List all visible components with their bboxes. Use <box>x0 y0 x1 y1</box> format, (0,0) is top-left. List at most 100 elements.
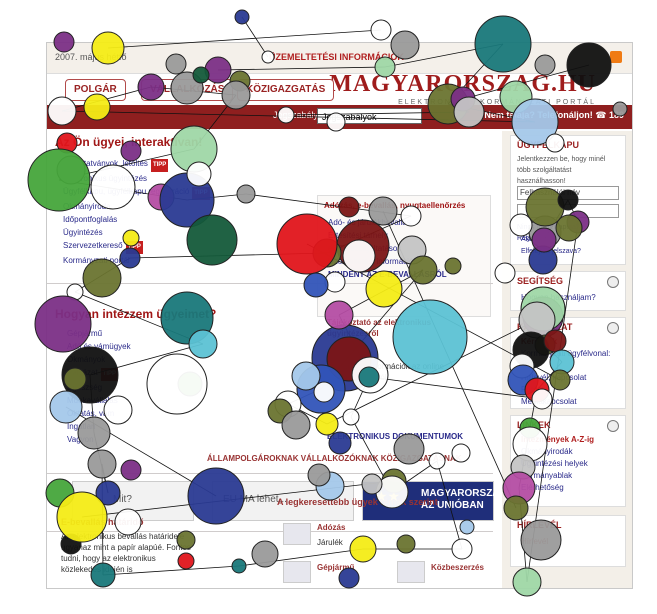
section-howto: Hogyan intézzem ügyeimet? <box>55 307 217 321</box>
collapse-icon[interactable] <box>607 276 619 288</box>
divider <box>47 531 493 532</box>
main-nav: POLGÁR VÁLLALKOZÁS KÖZIGAZGATÁS <box>47 79 427 103</box>
howto-link[interactable]: Oktatás, vám <box>67 409 115 418</box>
howto-link[interactable]: Munkavállalás <box>67 396 118 405</box>
eservice-text: Közhasznú információk az online szolgált… <box>327 362 444 382</box>
tax-links: Adó- és járulékbevallás Értesítési tárhe… <box>328 216 447 281</box>
help-link[interactable]: Hogyan használjam? <box>521 293 596 302</box>
popular-topics-title: A legkeresettebb ügyek témák szerint <box>277 497 438 507</box>
date-text: 2007. május hétfő <box>55 52 127 62</box>
audience-tabs[interactable]: ÁLLAMPOLGÁROKNAK VÁLLALKOZÓKNAK KÖZIGAZG… <box>207 454 462 463</box>
howto-link[interactable]: Egészség <box>67 383 103 392</box>
eservice-title[interactable]: Tájékoztató az elektronikus ügyintézésrő… <box>327 318 432 338</box>
service-link[interactable]: Ügyintézési helyek <box>521 459 588 468</box>
search-category-select[interactable]: Jogszabályok <box>317 108 422 124</box>
deadline-text: Az elektronikus bevallás határideje ugya… <box>61 532 191 574</box>
contact-link[interactable]: Fórum <box>521 385 545 394</box>
tipp-badge: TIPP <box>150 159 169 172</box>
tax-box-title: Adózás, e-bevallás, nyugtaellenőrzés <box>324 201 466 210</box>
divider <box>47 473 493 474</box>
tab-citizen[interactable]: POLGÁR <box>65 79 126 101</box>
deadline-title: E-bevallás határidő <box>61 517 144 527</box>
newsletter-box: HÍRLEVÉL Hírlevél <box>510 515 626 567</box>
link-item[interactable]: Ügyintézés <box>63 228 103 237</box>
contact-link[interactable]: Médiakapcsolat <box>521 397 577 406</box>
rss-icon[interactable] <box>610 51 622 63</box>
service-link[interactable]: Elérhetőség <box>521 483 564 492</box>
tipp-badge: TIPP <box>100 368 119 381</box>
service-link[interactable]: Kormányablak <box>521 471 573 480</box>
forgot-password-link[interactable]: Elfelejtett jelszava? <box>521 248 581 255</box>
topic-vehicle[interactable]: Gépjármű <box>317 563 355 572</box>
howto-link[interactable]: Vagyon <box>67 435 94 444</box>
fixation-circle <box>234 9 250 25</box>
newsletter-link[interactable]: Hírlevél <box>521 537 549 546</box>
tax-link[interactable]: Értesítési tárhely <box>328 231 388 240</box>
contact-links: Kérdések Kormányzati ügyfélvonal: 189 Hí… <box>521 336 625 408</box>
services-links: Intézmények A-Z-ig Okmányirodák Ügyintéz… <box>521 434 594 494</box>
tipp-badge: TIPP <box>125 241 143 254</box>
help-title: SEGÍTSÉG <box>517 276 564 286</box>
help-box: SEGÍTSÉG Hogyan használjam? <box>510 271 626 311</box>
tab-business[interactable]: VÁLLALKOZÁS <box>141 79 234 101</box>
howto-link[interactable]: Ingatlan <box>67 422 96 431</box>
tipp-badge: TIPP <box>192 187 210 200</box>
login-title: ÜGYFÉLKAPU <box>517 140 580 150</box>
link-item[interactable]: Időpontfoglalás <box>63 215 118 224</box>
collapse-icon[interactable] <box>607 322 619 334</box>
tax-link[interactable]: Üzemeltetési információk <box>328 257 418 266</box>
collapse-icon[interactable] <box>607 420 619 432</box>
login-hint: Jelentkezzen be, hogy minél több szolgál… <box>517 156 606 185</box>
username-input[interactable]: Felhasználói név <box>517 186 619 200</box>
maintenance-notice-link[interactable]: ÜZEMELTETÉSI INFORMÁCIÓK <box>269 52 404 62</box>
services-title: LINKEK <box>517 420 551 430</box>
portal-page: 2007. május hétfő ÜZEMELTETÉSI INFORMÁCI… <box>46 42 633 589</box>
section-interactive: Az Ön ügyei, interaktívan! <box>55 135 203 149</box>
left-content: Az Ön ügyei, interaktívan! Nyomtatványok… <box>47 131 507 588</box>
vehicle-thumbnail[interactable] <box>283 561 311 583</box>
procurement-thumbnail[interactable] <box>397 561 425 583</box>
contact-link[interactable]: Kormányzati ügyfélvonal: 189 <box>521 349 611 370</box>
activation-link[interactable]: Aktiválás <box>521 236 550 243</box>
service-link[interactable]: Okmányirodák <box>521 447 573 456</box>
tax-thumbnail[interactable] <box>283 523 311 545</box>
contact-title: KAPCSOLAT <box>517 322 573 332</box>
top-bar: 2007. május hétfő ÜZEMELTETÉSI INFORMÁCI… <box>47 43 632 74</box>
link-item[interactable]: Okmányiroda <box>63 202 111 211</box>
banner-1[interactable]: Mit? <box>72 481 194 521</box>
edocs-link[interactable]: ELEKTRONIKUS DOKUMENTUMOK <box>327 432 463 441</box>
tab-public-admin[interactable]: KÖZIGAZGATÁS <box>237 79 335 101</box>
right-sidebar: ÜGYFÉLKAPU Jelentkezzen be, hogy minél t… <box>502 131 632 588</box>
phone-help-link[interactable]: Nem talája? Telefonáljon! ☎ 189 <box>484 110 624 120</box>
link-item[interactable]: Kormányzati portál <box>63 256 130 265</box>
topic-tax[interactable]: Adózás <box>317 523 346 532</box>
howto-links: Gépjármű Adó és vámügyek Okmányok Pályáz… <box>67 327 131 446</box>
tax-link[interactable]: Adó- és járulékbevallás <box>328 218 411 227</box>
howto-link[interactable]: Okmányok <box>67 355 106 364</box>
login-links: Aktiválás Elfelejtett jelszava? <box>521 234 581 258</box>
fixation-circle <box>370 19 392 41</box>
topic-contribution[interactable]: Járulék <box>317 538 343 547</box>
service-link[interactable]: Intézmények A-Z-ig <box>521 435 595 444</box>
howto-link[interactable]: Adó és vámügyek <box>67 342 131 351</box>
howto-link[interactable]: Gépjármű <box>67 329 103 338</box>
contact-box: KAPCSOLAT Kérdések Kormányzati ügyfélvon… <box>510 317 626 409</box>
newsletter-title: HÍRLEVÉL <box>517 520 562 530</box>
login-box: ÜGYFÉLKAPU Jelentkezzen be, hogy minél t… <box>510 135 626 265</box>
tax-link[interactable]: eBEV-szolgáltatások <box>328 244 402 253</box>
tax-link[interactable]: MINDENT AZ E-BEVALLÁSRÓL <box>328 270 447 279</box>
divider <box>47 283 493 284</box>
topic-procurement[interactable]: Közbeszerzés <box>431 563 484 572</box>
contact-link[interactable]: Hírlevél, kapcsolat <box>521 373 587 382</box>
services-box: LINKEK Intézmények A-Z-ig Okmányirodák Ü… <box>510 415 626 507</box>
tax-box: Adózás, e-bevallás, nyugtaellenőrzés Adó… <box>317 195 491 317</box>
link-item[interactable]: Elektronikus ügyintézés <box>63 174 148 183</box>
password-input[interactable] <box>517 204 619 218</box>
contact-link[interactable]: Kérdések <box>521 337 558 346</box>
